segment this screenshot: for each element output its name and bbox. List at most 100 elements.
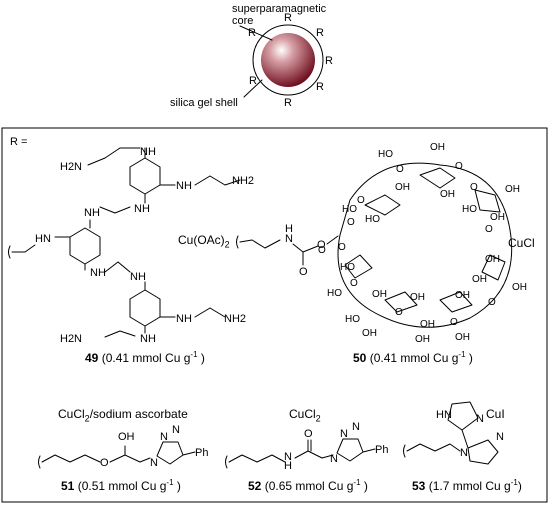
svg-text:HO: HO	[327, 288, 342, 299]
svg-text:H2N: H2N	[60, 333, 82, 345]
svg-text:N: N	[172, 424, 180, 436]
triazole-ring	[336, 438, 364, 462]
svg-text:NH: NH	[140, 333, 156, 345]
svg-text:N: N	[460, 447, 468, 459]
svg-text:O: O	[317, 239, 326, 251]
svg-text:HO: HO	[365, 214, 380, 225]
svg-text:O: O	[455, 161, 463, 172]
svg-text:OH: OH	[505, 184, 520, 195]
catalyst-label-52: CuCl2	[289, 407, 321, 424]
svg-text:N: N	[285, 233, 293, 245]
r-group-panel	[1, 127, 548, 503]
svg-text:O: O	[395, 307, 403, 318]
svg-text:N: N	[160, 431, 168, 443]
svg-text:OH: OH	[485, 254, 500, 265]
catalyst-label-50: CuCl	[508, 236, 535, 250]
svg-text:NH: NH	[130, 271, 146, 283]
svg-text:OH: OH	[395, 182, 410, 193]
r-group: R	[248, 27, 256, 39]
svg-text:Ph: Ph	[195, 447, 208, 459]
shell-leader-line	[243, 79, 263, 98]
svg-text:O: O	[304, 428, 313, 440]
svg-text:O: O	[450, 317, 458, 328]
caption-53: 53 (1.7 mmol Cu g-1)	[412, 478, 522, 493]
svg-text:N: N	[150, 457, 158, 469]
svg-text:OH: OH	[372, 289, 387, 300]
compound-52-structure: H N O N N N Ph	[225, 421, 388, 472]
svg-text:NH: NH	[140, 146, 156, 158]
svg-text:O: O	[338, 242, 346, 253]
core-label-line2: core	[232, 15, 253, 27]
superparamagnetic-core	[261, 33, 315, 87]
compound-53-structure: N N HN N	[403, 401, 504, 465]
svg-text:HO: HO	[462, 204, 477, 215]
svg-text:O: O	[318, 245, 326, 256]
svg-text:NH: NH	[90, 267, 106, 279]
triazine-ring	[129, 157, 161, 195]
imidazole-ring	[447, 401, 479, 431]
svg-text:OH: OH	[455, 332, 470, 343]
core-label-line1: superparamagnetic	[232, 3, 327, 15]
compound-50-structure: H N O O HO OH O O OH OH O OH HO O O HO H…	[236, 142, 527, 345]
imidazole-ring	[467, 439, 499, 465]
svg-text:OH: OH	[440, 189, 455, 200]
svg-text:O: O	[299, 266, 308, 278]
r-group: R	[316, 81, 324, 93]
core-leader-line	[239, 25, 273, 41]
svg-text:HN: HN	[35, 233, 51, 245]
caption-51: 51 (0.51 mmol Cu g-1 )	[61, 478, 181, 493]
catalyst-label-49: Cu(OAc)2	[178, 233, 230, 250]
svg-text:NH2: NH2	[224, 313, 246, 325]
svg-text:H: H	[285, 223, 293, 235]
triazine-ring	[129, 289, 161, 327]
svg-text:H: H	[284, 460, 292, 472]
svg-text:Ph: Ph	[375, 444, 388, 456]
svg-text:O: O	[485, 224, 493, 235]
svg-text:O: O	[396, 164, 404, 175]
caption-49: 49 (0.41 mmol Cu g-1 )	[85, 350, 205, 365]
svg-text:N: N	[352, 421, 360, 433]
svg-text:OH: OH	[362, 328, 377, 339]
svg-text:HO: HO	[342, 204, 357, 215]
svg-text:OH: OH	[472, 274, 487, 285]
svg-text:OH: OH	[455, 290, 470, 301]
catalyst-label-53: CuI	[486, 407, 505, 421]
svg-text:OH: OH	[430, 142, 445, 153]
svg-text:O: O	[357, 195, 365, 206]
caption-50: 50 (0.41 mmol Cu g-1 )	[353, 350, 473, 365]
r-group: R	[284, 12, 292, 24]
svg-text:H2N: H2N	[60, 161, 82, 173]
svg-text:N: N	[284, 451, 292, 463]
svg-text:HO: HO	[345, 314, 360, 325]
r-equals-label: R =	[10, 136, 27, 148]
svg-text:NH: NH	[134, 203, 150, 215]
r-group: R	[249, 75, 257, 87]
svg-text:HO: HO	[378, 149, 393, 160]
compound-49-structure: NH H2N NH NH2 NH NH HN NH NH NH NH2 NH	[8, 146, 254, 345]
catalyst-label-51: CuCl2/sodium ascorbate	[58, 407, 188, 424]
svg-text:N: N	[330, 453, 338, 465]
svg-text:OH: OH	[118, 431, 135, 443]
r-group: R	[325, 55, 333, 67]
shell-label: silica gel shell	[170, 97, 238, 109]
svg-text:N: N	[476, 413, 484, 425]
svg-text:NH2: NH2	[232, 175, 254, 187]
triazole-ring	[156, 441, 184, 465]
svg-text:HO: HO	[340, 262, 355, 273]
svg-text:O: O	[100, 457, 109, 469]
cyclodextrin-macrocycle	[337, 162, 513, 328]
r-group: R	[316, 27, 324, 39]
svg-text:O: O	[347, 217, 355, 228]
svg-text:OH: OH	[512, 282, 527, 293]
svg-text:NH: NH	[176, 313, 192, 325]
svg-text:OH: OH	[415, 334, 430, 345]
svg-text:O: O	[470, 182, 478, 193]
svg-text:OH: OH	[420, 319, 435, 330]
svg-text:NH: NH	[176, 180, 192, 192]
svg-text:HN: HN	[436, 409, 452, 421]
svg-text:OH: OH	[410, 292, 425, 303]
svg-text:N: N	[340, 428, 348, 440]
caption-52: 52 (0.65 mmol Cu g-1 )	[248, 478, 368, 493]
svg-text:O: O	[350, 278, 358, 289]
